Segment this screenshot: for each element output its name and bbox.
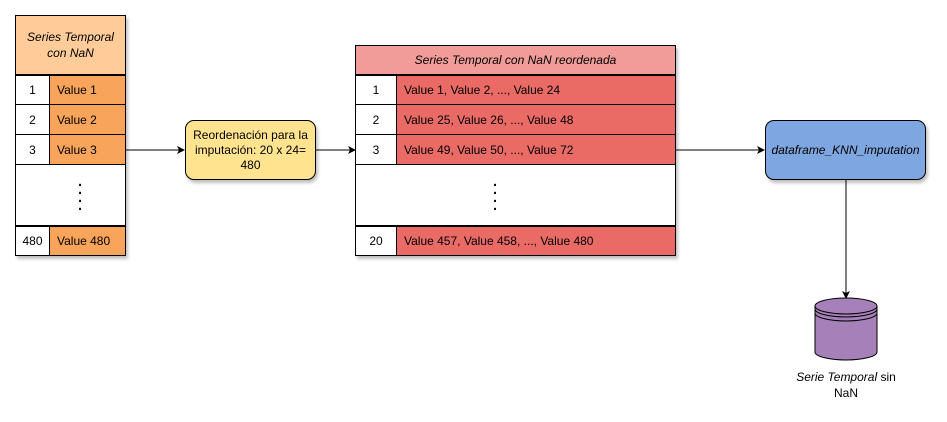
right-row-1-value: Value 1, Value 2, ..., Value 24 — [396, 75, 676, 105]
output-caption-line2: NaN — [833, 386, 858, 400]
right-row-3-value: Value 49, Value 50, ..., Value 72 — [396, 134, 676, 165]
left-table-header-line2: con NaN — [47, 46, 94, 60]
left-ellipsis-row — [15, 164, 126, 226]
left-row-3-value: Value 3 — [49, 134, 126, 165]
right-ellipsis-row — [355, 164, 676, 226]
right-table-header: Series Temporal con NaN reordenada — [355, 45, 676, 75]
left-last-row-index: 480 — [15, 226, 50, 256]
left-last-row-value: Value 480 — [49, 226, 126, 256]
reorder-process-line1: Reordenación para la — [193, 127, 308, 142]
right-row-1-index: 1 — [355, 75, 397, 105]
database-icon — [814, 297, 878, 361]
reorder-process-line2: imputación: 20 x 24= — [194, 142, 307, 157]
left-row-2-index: 2 — [15, 104, 50, 135]
left-row-1-value: Value 1 — [49, 75, 126, 105]
output-caption-italic: Serie Temporal — [796, 370, 878, 384]
left-table-header-line1: Series Temporal — [27, 30, 114, 44]
knn-imputation-box: dataframe_KNN_imputation — [765, 120, 926, 180]
reorder-process-box: Reordenación para la imputación: 20 x 24… — [185, 120, 316, 180]
left-vertical-ellipsis: .... — [77, 169, 83, 215]
right-row-2-index: 2 — [355, 104, 397, 135]
left-table-header: Series Temporal con NaN — [15, 15, 126, 75]
reorder-process-line3: 480 — [240, 157, 261, 172]
left-row-2-value: Value 2 — [49, 104, 126, 135]
right-row-2-value: Value 25, Value 26, ..., Value 48 — [396, 104, 676, 135]
left-row-3-index: 3 — [15, 134, 50, 165]
right-last-row-index: 20 — [355, 226, 397, 256]
right-last-row-value: Value 457, Value 458, ..., Value 480 — [396, 226, 676, 256]
output-caption-line1: Serie Temporal sin — [776, 369, 916, 385]
output-caption: Serie Temporal sin NaN — [776, 369, 916, 403]
right-row-3-index: 3 — [355, 134, 397, 165]
left-row-1-index: 1 — [15, 75, 50, 105]
right-vertical-ellipsis: .... — [492, 169, 498, 215]
output-caption-rest: sin — [877, 370, 896, 384]
